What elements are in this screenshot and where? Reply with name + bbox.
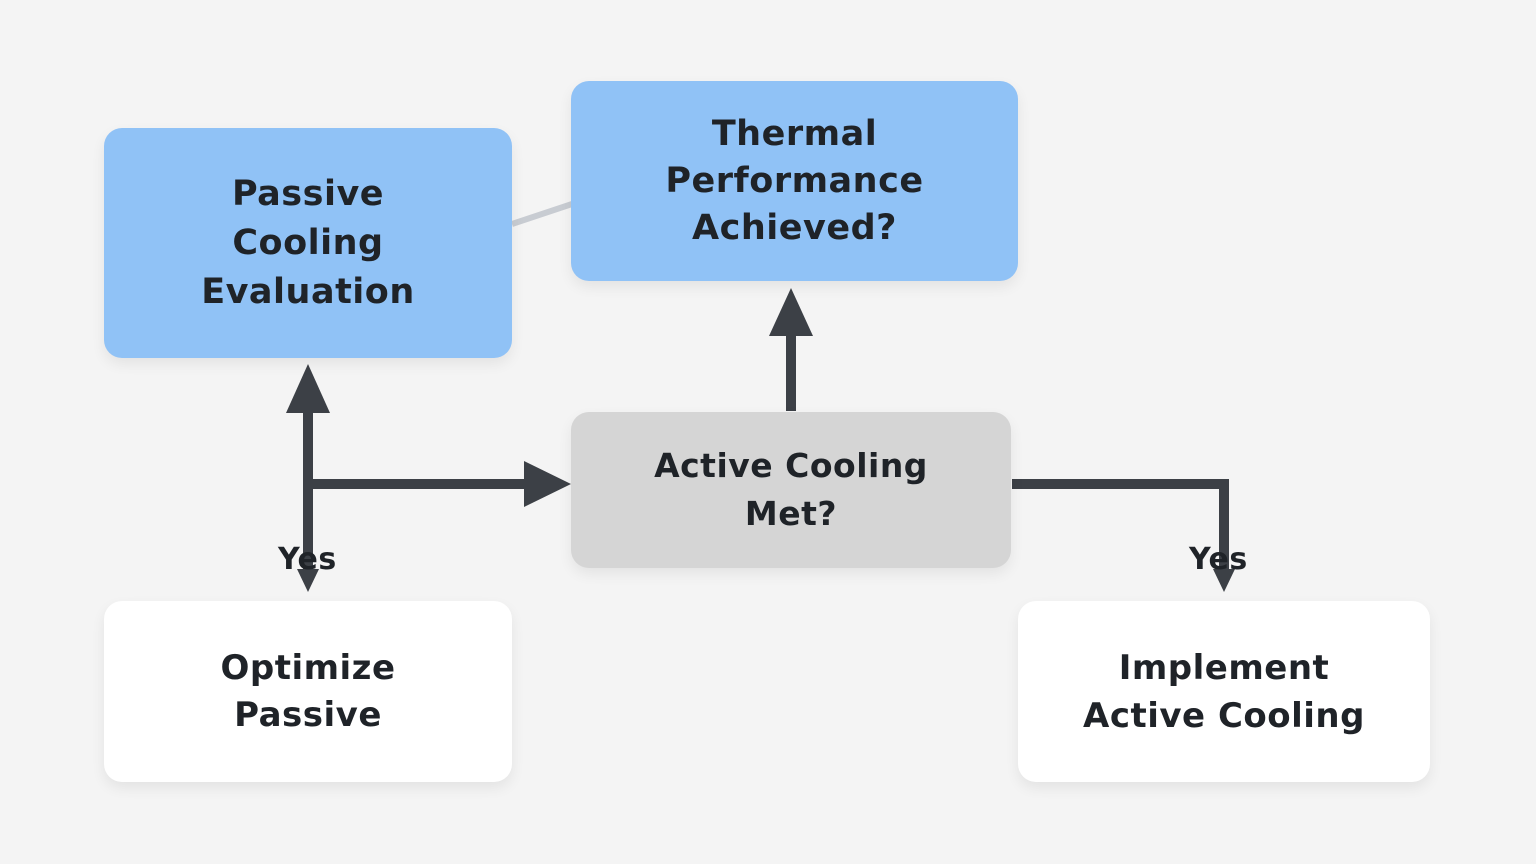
arrowhead-up-thermal [769, 288, 813, 336]
arrowhead-down-implement [1213, 569, 1235, 592]
faint-link-passive-thermal [511, 201, 573, 227]
edge-label-yes-left: Yes [278, 542, 337, 577]
edge-label-yes-right: Yes [1189, 542, 1248, 577]
optimize-passive-node: Optimize Passive [104, 601, 512, 782]
arrowhead-up-passive [286, 364, 330, 413]
active-cooling-met-decision-node: Active Cooling Met? [571, 412, 1011, 568]
connector-to-implement-active [1012, 479, 1229, 572]
arrowhead-down-optimize [297, 569, 319, 592]
thermal-performance-decision-node: Thermal Performance Achieved? [571, 81, 1018, 281]
arrowhead-right-active [524, 461, 571, 507]
implement-active-cooling-node: Implement Active Cooling [1018, 601, 1430, 782]
passive-cooling-evaluation-node: Passive Cooling Evaluation [104, 128, 512, 358]
